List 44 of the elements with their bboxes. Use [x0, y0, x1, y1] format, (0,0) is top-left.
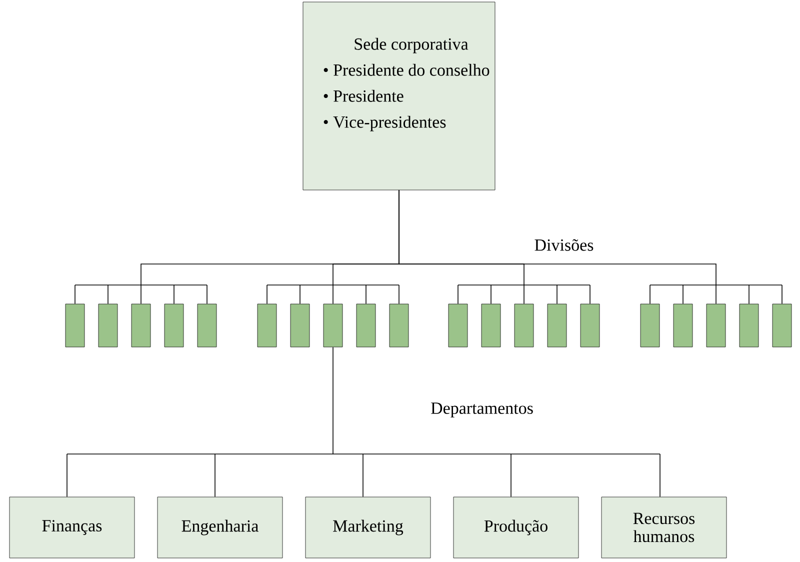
connector-line — [362, 454, 364, 498]
department-box: Recursos humanos — [601, 496, 727, 558]
division-box — [197, 304, 217, 348]
division-box — [547, 304, 567, 348]
connector-line — [66, 454, 68, 498]
connector-line — [266, 284, 268, 304]
division-box — [389, 304, 409, 348]
division-box — [65, 304, 85, 348]
division-box — [739, 304, 759, 348]
division-box — [356, 304, 376, 348]
connector-line — [140, 284, 142, 304]
department-box: Finanças — [9, 496, 135, 558]
division-box — [98, 304, 118, 348]
division-box — [257, 304, 277, 348]
division-box — [448, 304, 468, 348]
connector-line — [510, 454, 512, 498]
department-box: Marketing — [305, 496, 431, 558]
connector-line — [556, 284, 558, 304]
connector-line — [66, 346, 660, 454]
connector-line — [214, 454, 216, 498]
level-label: Divisões — [534, 239, 594, 251]
division-box — [706, 304, 726, 348]
division-box — [323, 304, 343, 348]
department-box: Produção — [453, 496, 579, 558]
division-box — [514, 304, 534, 348]
division-box — [131, 304, 151, 348]
division-box — [164, 304, 184, 348]
division-box — [481, 304, 501, 348]
division-box — [580, 304, 600, 348]
division-box — [673, 304, 693, 348]
connector-line — [398, 190, 782, 286]
headquarters-box: Sede corporativa • Presidente do conselho • Presidente • Vice-presidentes — [302, 2, 496, 190]
connector-line — [748, 284, 750, 304]
department-box: Engenharia — [157, 496, 283, 558]
division-box — [640, 304, 660, 348]
connector-line — [74, 284, 76, 304]
level-label: Departamentos — [428, 400, 536, 420]
connector-line — [398, 284, 400, 304]
connector-line — [332, 284, 334, 304]
connector-line — [682, 284, 684, 304]
connector-line — [206, 284, 208, 304]
division-box — [772, 304, 792, 348]
connector-line — [490, 284, 492, 304]
division-box — [290, 304, 310, 348]
